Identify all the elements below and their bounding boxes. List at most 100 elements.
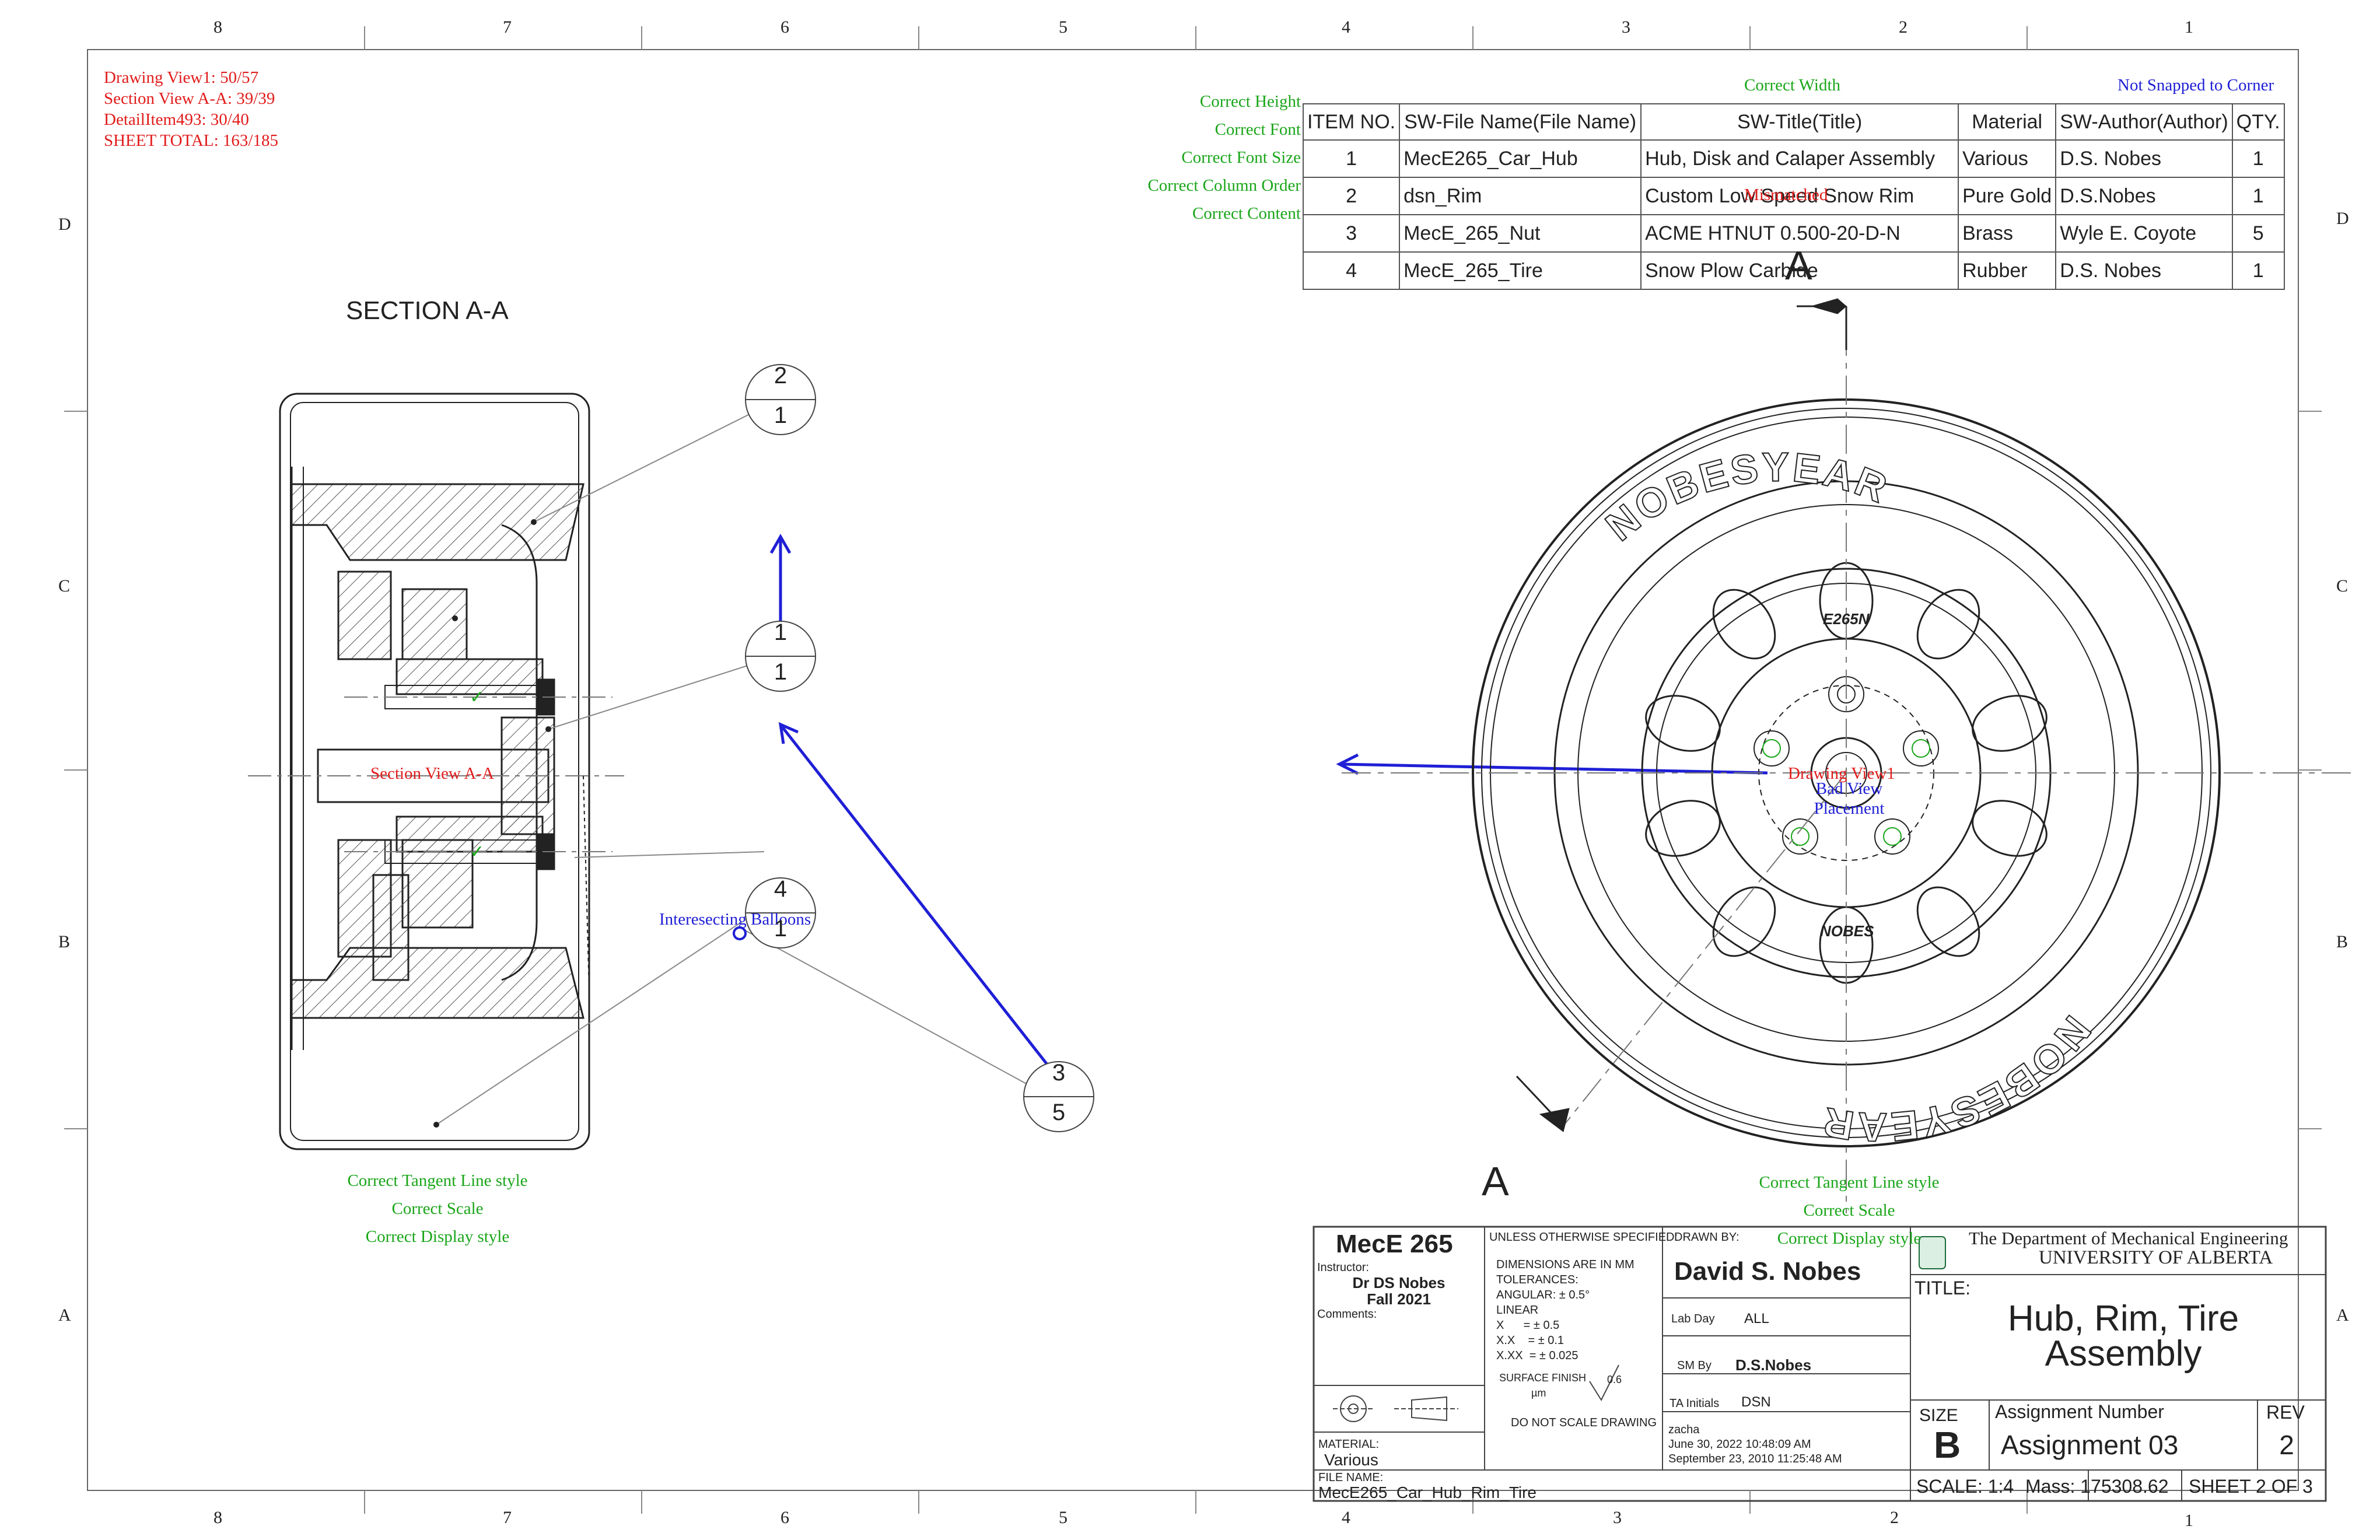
do-not-scale: DO NOT SCALE DRAWING: [1511, 1416, 1657, 1429]
zone-col-8-bottom: 8: [214, 1508, 222, 1527]
bom-check-list: Correct Height Correct Font Correct Font…: [1097, 88, 1301, 228]
zone-row-c-right: C: [2336, 576, 2348, 596]
course-code: MecE 265: [1336, 1230, 1453, 1258]
zone-col-2: 2: [1899, 18, 1908, 37]
sm-by-label: SM By: [1677, 1359, 1712, 1372]
assignment-label: Assignment Number: [1995, 1401, 2164, 1422]
balloon-2-top: 1: [774, 620, 788, 645]
zone-row-d: D: [58, 215, 71, 234]
bom-cell: Various: [1958, 139, 2057, 178]
zone-col-5: 5: [1059, 18, 1068, 37]
date-created: September 23, 2010 11:25:48 AM: [1668, 1452, 1842, 1465]
rev-label: REV: [2266, 1402, 2305, 1423]
bom-check-height: Correct Height: [1199, 92, 1301, 111]
zone-row-b: B: [58, 932, 71, 951]
bom-header-row: ITEM NO. SW-File Name(File Name) SW-Titl…: [1302, 103, 2285, 141]
lab-day-label: Lab Day: [1671, 1312, 1715, 1325]
svg-text:NOBESYEAR: NOBESYEAR: [1818, 1007, 2099, 1150]
title-block-frame: [1312, 1226, 2327, 1502]
bom-cell: D.S. Nobes: [2055, 251, 2233, 290]
bom-check-font: Correct Font: [1214, 120, 1301, 139]
section-tire-outline: [279, 393, 590, 1150]
university: UNIVERSITY OF ALBERTA: [2039, 1247, 2273, 1268]
file-label: FILE NAME:: [1318, 1471, 1384, 1484]
score-drawing-view: Drawing View1: 50/57: [104, 68, 259, 87]
view-check-scale: Correct Scale: [1803, 1201, 1895, 1220]
bom-cell: 4: [1302, 251, 1401, 290]
rim-bottom-hatch: [290, 947, 584, 1019]
bom-cell: Brass: [1958, 214, 2057, 253]
section-view-label: Section View A-A: [370, 764, 494, 783]
section-check-tangent: Correct Tangent Line style: [347, 1171, 528, 1190]
bom-cell: ACME HTNUT 0.500-20-D-N: [1640, 214, 1959, 253]
bom-check-column-order: Correct Column Order: [1147, 176, 1301, 195]
view-placement-note: Bad View Placement: [1814, 779, 1885, 818]
bom-cell: Pure Gold: [1958, 177, 2057, 215]
bom-cell: MecE265_Car_Hub: [1399, 139, 1642, 178]
bom-cell: Custom Low Speed Snow Rim: [1640, 177, 1959, 215]
balloon-2-bottom: 1: [774, 659, 788, 685]
tolerance-list: DIMENSIONS ARE IN MM TOLERANCES: ANGULAR…: [1496, 1257, 1634, 1363]
bom-cell: Wyle E. Coyote: [2055, 214, 2233, 253]
comments-label: Comments:: [1317, 1308, 1377, 1321]
zone-col-6: 6: [780, 18, 789, 37]
drawn-by-label: DRAWN BY:: [1674, 1231, 1740, 1244]
bom-cell: D.S. Nobes: [2055, 139, 2233, 178]
tolerance-line: X = ± 0.5: [1496, 1319, 1560, 1332]
view-check-display: Correct Display style: [1777, 1229, 1922, 1248]
tag-bottom: NOBES: [1820, 922, 1874, 940]
user-name: zacha: [1668, 1423, 1700, 1436]
section-view: ✓ ✓: [248, 393, 624, 1150]
bom-header-item: ITEM NO.: [1302, 103, 1401, 141]
section-title: SECTION A-A: [346, 296, 509, 325]
material-value: Various: [1324, 1451, 1378, 1469]
view-check-list: Correct Tangent Line style Correct Scale…: [1703, 1168, 1995, 1252]
bom-cell: MecE_265_Nut: [1399, 214, 1642, 253]
unless-specified: UNLESS OTHERWISE SPECIFIED:: [1489, 1231, 1678, 1244]
bom-cell: 3: [1302, 214, 1401, 253]
zone-col-3: 3: [1622, 18, 1630, 37]
score-detail-item: DetailItem493: 30/40: [104, 110, 249, 129]
size-label: SIZE: [1919, 1406, 1958, 1425]
scale: SCALE: 1:4: [1916, 1476, 2014, 1497]
tolerance-line: X.XX = ± 0.025: [1496, 1349, 1578, 1362]
surface-finish-value: 0.6: [1607, 1374, 1622, 1385]
zone-col-8: 8: [214, 18, 222, 37]
section-check-display: Correct Display style: [365, 1227, 510, 1246]
assignment-value: Assignment 03: [2001, 1430, 2179, 1460]
tolerance-line: X.X = ± 0.1: [1496, 1334, 1564, 1347]
date-printed: June 30, 2022 10:48:09 AM: [1668, 1438, 1811, 1451]
zone-row-d-right: D: [2336, 209, 2349, 228]
section-check-list: Correct Tangent Line style Correct Scale…: [292, 1167, 583, 1251]
cut-label-bottom: A: [1482, 1158, 1509, 1204]
bom-check-content: Correct Content: [1192, 204, 1301, 223]
bom-snap-note: Not Snapped to Corner: [2118, 76, 2274, 94]
bom-row: 1 MecE265_Car_Hub Hub, Disk and Calaper …: [1302, 139, 2285, 178]
bom-cell: D.S.Nobes: [2055, 177, 2233, 215]
drawing-title-2: Assembly: [2045, 1334, 2202, 1374]
bom-cell: Hub, Disk and Calaper Assembly: [1640, 139, 1959, 178]
bom-check-width: Correct Width: [1744, 76, 1841, 94]
material-label: MATERIAL:: [1318, 1438, 1380, 1451]
size-value: B: [1934, 1424, 1961, 1466]
balloon-3-top: 4: [774, 876, 788, 902]
bom-cell: 2: [1302, 177, 1401, 215]
svg-text:✓: ✓: [470, 687, 484, 708]
bom-header-title: SW-Title(Title): [1640, 103, 1959, 141]
wheel-view: [1342, 298, 2351, 1213]
zone-row-a-right: A: [2336, 1306, 2349, 1325]
zone-col-2-bottom: 2: [1890, 1508, 1899, 1527]
bom-header-author: SW-Author(Author): [2055, 103, 2233, 141]
balloon-shapes: [745, 364, 1094, 1132]
section-check-scale: Correct Scale: [391, 1199, 484, 1218]
bom-table: ITEM NO. SW-File Name(File Name) SW-Titl…: [1302, 103, 2285, 290]
file-name: MecE265_Car_Hub_Rim_Tire: [1318, 1483, 1537, 1502]
bom-cell: 1: [2231, 177, 2285, 215]
tolerance-line: TOLERANCES:: [1496, 1273, 1578, 1286]
score-list: Drawing View1: 50/57 Section View A-A: 3…: [104, 67, 278, 151]
bom-header-file: SW-File Name(File Name): [1399, 103, 1642, 141]
instructor-label: Instructor:: [1317, 1261, 1369, 1274]
bom-cell: MecE_265_Tire: [1399, 251, 1642, 290]
zone-row-a: A: [58, 1306, 71, 1325]
tolerance-line: ANGULAR: ± 0.5°: [1496, 1289, 1590, 1301]
